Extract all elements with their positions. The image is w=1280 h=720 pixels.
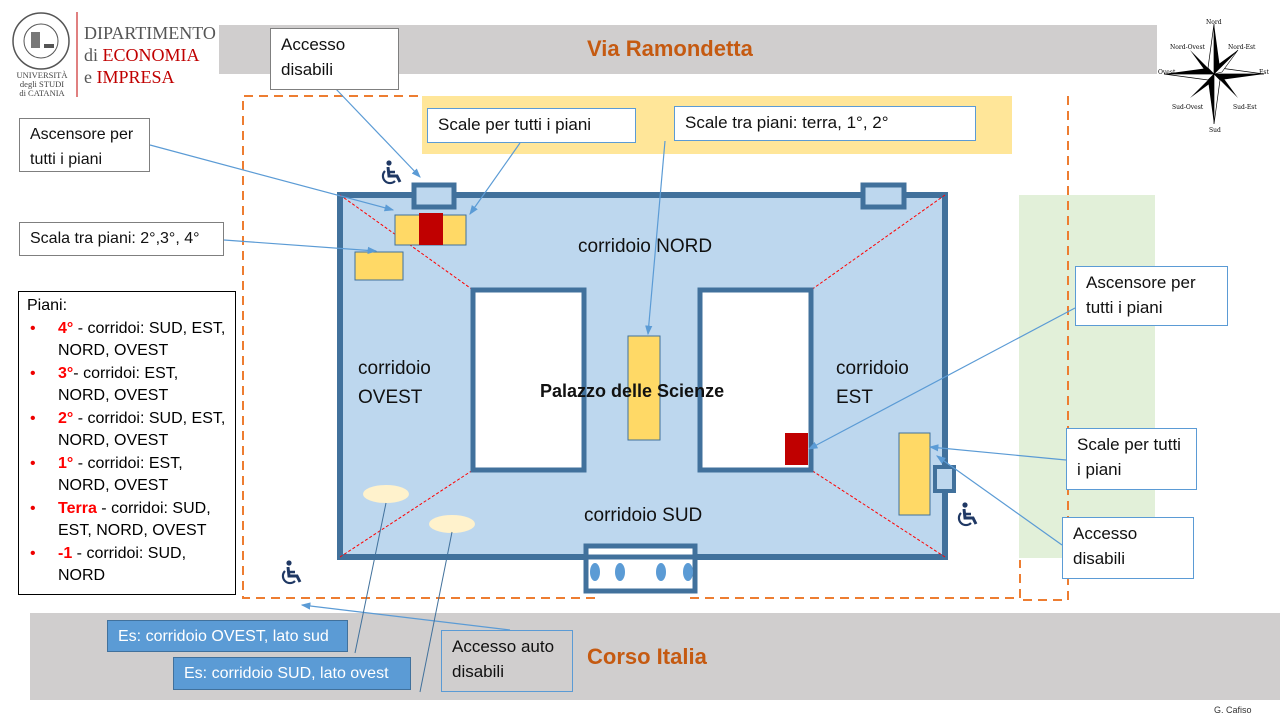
callout-scala-2-3-4: Scala tra piani: 2°,3°, 4° [19, 222, 224, 256]
callout-es-ovest-sud: Es: corridoio OVEST, lato sud [107, 620, 348, 652]
university-line: UNIVERSITÀ [16, 70, 68, 80]
example-spot-sud-ovest [429, 515, 475, 533]
legend-item: 1° - corridoi: EST, NORD, OVEST [27, 453, 227, 498]
example-spot-ovest-sud [363, 485, 409, 503]
department-line: di ECONOMIA [84, 44, 216, 66]
floor-corridors: - corridoi: SUD, EST, NORD, OVEST [58, 409, 226, 450]
floor-corridors: - corridoi: EST, NORD, OVEST [58, 454, 183, 495]
legend-title: Piani: [27, 297, 68, 314]
callout-scale-tutti-top: Scale per tutti i piani [427, 108, 636, 143]
university-line: di CATANIA [19, 88, 65, 98]
floor-level: Terra [58, 499, 97, 517]
building-name: Palazzo delle Scienze [540, 381, 725, 401]
department-name: ECONOMIA [102, 45, 200, 65]
floor-level: 2° [58, 409, 74, 427]
floor-level: 4° [58, 319, 74, 337]
wheelchair-icon [381, 158, 402, 185]
corridor-sud-label: corridoio SUD [584, 505, 703, 526]
floor-level: 3° [58, 364, 74, 382]
callout-ascensore-right: Ascensore per tutti i piani [1075, 266, 1228, 326]
callout-scale-tutti-right: Scale per tutti i piani [1066, 428, 1197, 490]
department-prefix: e [84, 67, 97, 87]
compass-n: Nord [1206, 19, 1222, 26]
department-logo: DIPARTIMENTO di ECONOMIA e IMPRESA [84, 22, 216, 88]
property-boundary [242, 95, 1069, 601]
compass-w: Ovest [1158, 69, 1176, 76]
callout-es-sud-ovest: Es: corridoio SUD, lato ovest [173, 657, 411, 690]
entrance-north-east [860, 182, 907, 210]
compass-rose-icon [1163, 23, 1265, 125]
compass-se: Sud-Est [1233, 104, 1257, 111]
university-name: UNIVERSITÀ degli STUDI di CATANIA [14, 71, 70, 98]
entrance-south-columns [590, 563, 693, 581]
connector-lines [149, 87, 1076, 631]
floor-corridors: - corridoi: SUD, EST, NORD, OVEST [58, 499, 211, 540]
east-band [1019, 195, 1155, 558]
legend-item: 3°- corridoi: EST, NORD, OVEST [27, 363, 227, 408]
wheelchair-icon [281, 558, 302, 585]
corridor-nord-label: corridoio NORD [578, 236, 713, 257]
wheelchair-icon [957, 500, 978, 527]
department-prefix: di [84, 45, 103, 65]
floor-level: -1 [58, 544, 73, 562]
legend-item: 2° - corridoi: SUD, EST, NORD, OVEST [27, 408, 227, 453]
department-line: DIPARTIMENTO [84, 23, 216, 43]
callout-accesso-disabili-top: Accesso disabili [270, 28, 399, 90]
floor-corridors: - corridoi: SUD, NORD [58, 544, 187, 585]
courtyard-west [470, 287, 587, 473]
seal-icon [12, 12, 70, 70]
elevator-east [785, 433, 808, 465]
department-line: e IMPRESA [84, 66, 216, 88]
stairs-center [627, 335, 661, 441]
legend-item: Terra - corridoi: SUD, EST, NORD, OVEST [27, 498, 227, 543]
stairs-2-3-4 [354, 251, 404, 281]
author-credit: G. Cafiso [1214, 705, 1252, 715]
elevator-northwest [419, 213, 443, 245]
example-pointer-lines [354, 502, 453, 693]
floor-corridors: - corridoi: EST, NORD, OVEST [58, 364, 179, 405]
corridor-est-label: corridoio EST [836, 358, 909, 408]
road-label-south: Corso Italia [587, 644, 707, 669]
entrance-north-west [411, 182, 457, 210]
entrance-south [583, 543, 698, 594]
compass-sw: Sud-Ovest [1172, 104, 1204, 111]
callout-accesso-auto-disabili: Accesso auto disabili [441, 630, 573, 692]
callout-scale-terra-1-2: Scale tra piani: terra, 1°, 2° [674, 106, 976, 141]
callout-accesso-disabili-right: Accesso disabili [1062, 517, 1194, 579]
stairs-east [898, 432, 931, 516]
floor-corridors: - corridoi: SUD, EST, NORD, OVEST [58, 319, 226, 360]
compass-s: Sud [1209, 127, 1221, 134]
compass-nw: Nord-Ovest [1170, 44, 1205, 51]
entrance-east [933, 465, 956, 493]
road-label-north: Via Ramondetta [587, 36, 753, 61]
compass-e: Est [1259, 69, 1269, 76]
corridor-ovest-label: corridoio OVEST [358, 358, 431, 408]
floors-legend: Piani: 4° - corridoi: SUD, EST, NORD, OV… [18, 291, 236, 595]
floor-level: 1° [58, 454, 74, 472]
legend-item: -1 - corridoi: SUD, NORD [27, 543, 227, 588]
callout-ascensore-left: Ascensore per tutti i piani [19, 118, 150, 172]
department-name: IMPRESA [96, 67, 175, 87]
university-line: degli STUDI [19, 79, 65, 89]
legend-item: 4° - corridoi: SUD, EST, NORD, OVEST [27, 318, 227, 363]
compass-ne: Nord-Est [1228, 44, 1256, 51]
